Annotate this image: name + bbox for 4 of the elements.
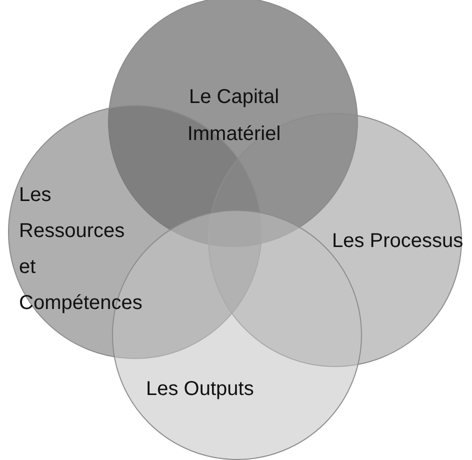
circle-label: Les Outputs xyxy=(146,377,255,402)
circle-label: Le Capital Immatériel xyxy=(186,85,282,147)
circle-label: Les Processus xyxy=(332,230,464,252)
circle-label: Les Ressources et Compétences xyxy=(19,183,144,316)
